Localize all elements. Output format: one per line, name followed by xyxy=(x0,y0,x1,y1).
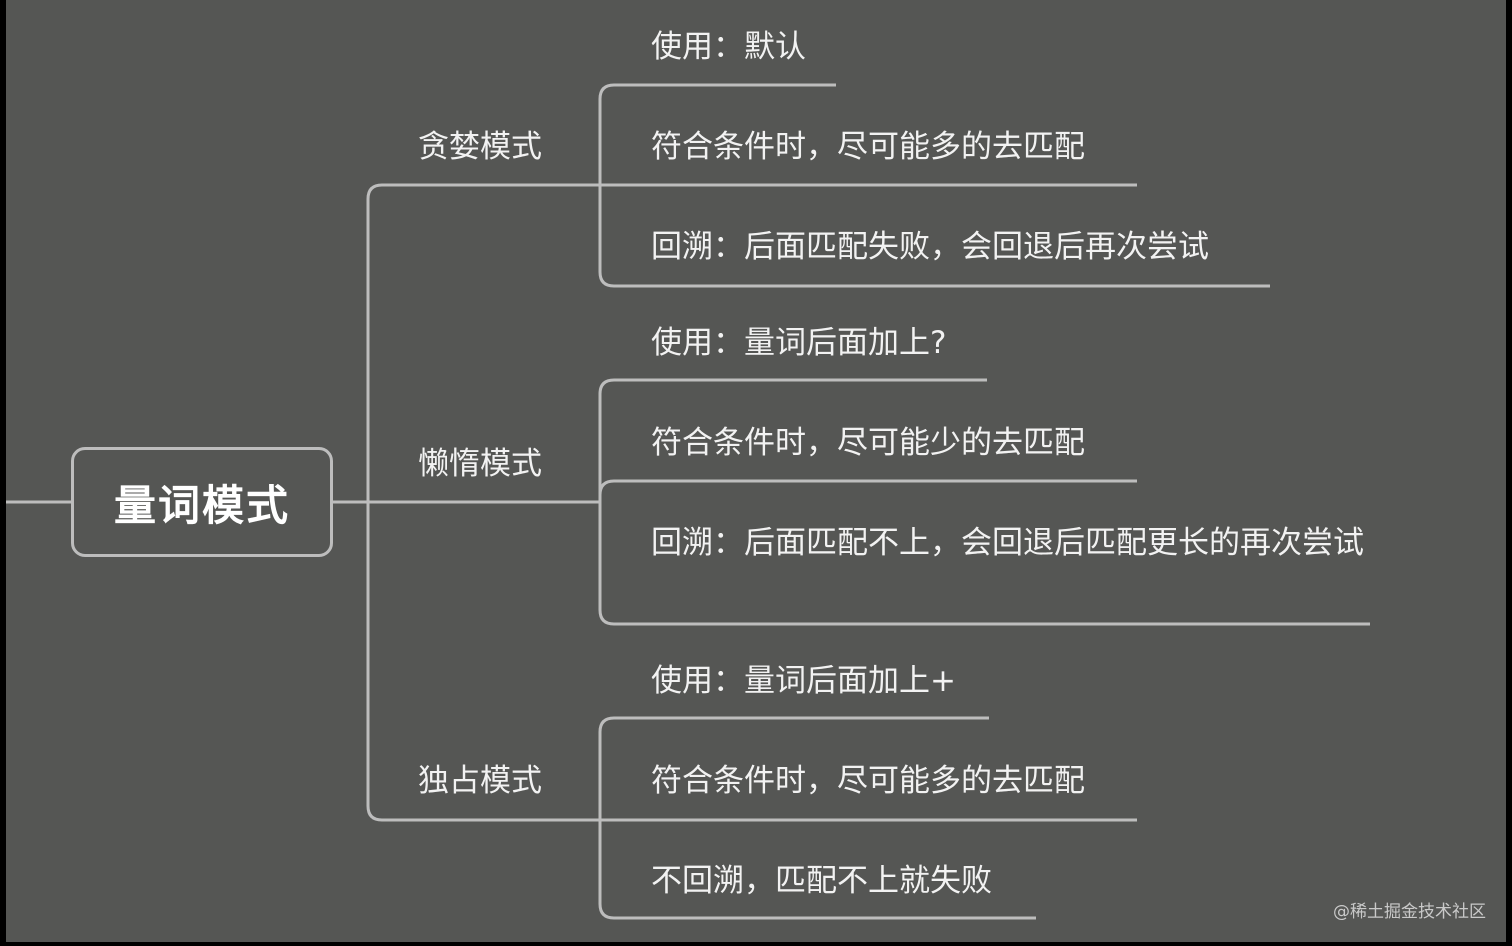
watermark: @稀土掘金技术社区 xyxy=(1333,902,1486,922)
mindmap-canvas xyxy=(6,0,1506,942)
branch-label-greedy: 贪婪模式 xyxy=(418,129,542,165)
leaf-lazy-backtrack: 回溯：后面匹配不上，会回退后匹配更长的再次尝试 xyxy=(651,525,1364,561)
leaf-lazy-desc: 符合条件时，尽可能少的去匹配 xyxy=(651,425,1085,461)
leaf-greedy-usage: 使用：默认 xyxy=(651,29,806,65)
root-node: 量词模式 xyxy=(71,447,333,557)
leaf-greedy-desc: 符合条件时，尽可能多的去匹配 xyxy=(651,129,1085,165)
leaf-lazy-usage: 使用：量词后面加上? xyxy=(651,325,947,361)
leaf-possessive-desc: 符合条件时，尽可能多的去匹配 xyxy=(651,763,1085,799)
leaf-greedy-backtrack: 回溯：后面匹配失败，会回退后再次尝试 xyxy=(651,229,1209,265)
branch-label-possessive: 独占模式 xyxy=(418,763,542,799)
group2-mid-line xyxy=(598,479,1137,502)
leaf-possessive-backtrack: 不回溯，匹配不上就失败 xyxy=(651,863,992,899)
group3-bracket xyxy=(598,716,1036,920)
root-label: 量词模式 xyxy=(113,480,290,530)
branch-label-lazy: 懒惰模式 xyxy=(418,446,542,482)
group2-bracket xyxy=(598,378,1370,626)
leaf-possessive-usage: 使用：量词后面加上+ xyxy=(651,663,956,699)
